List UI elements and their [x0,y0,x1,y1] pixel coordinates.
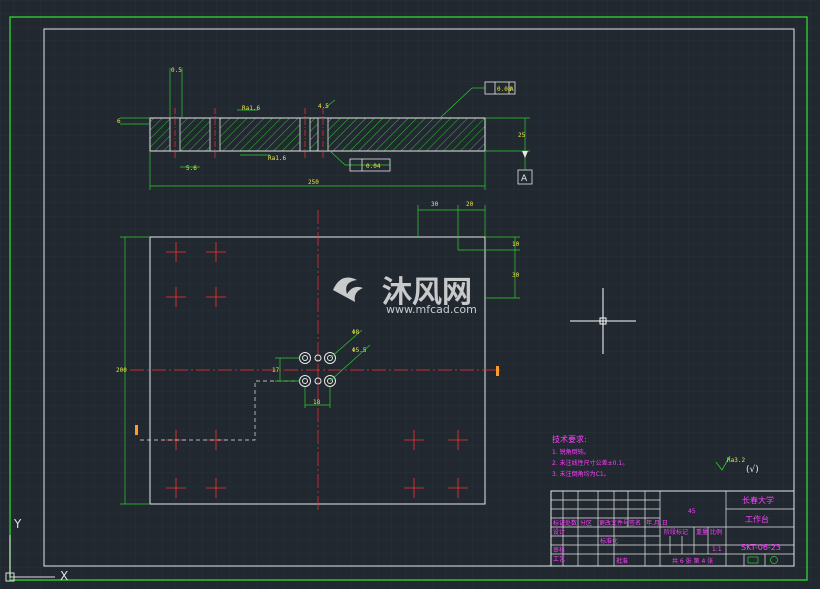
dim-total-length: 250 [308,179,319,186]
tb-row-1: 处数 [565,519,577,527]
flatness-value: 0.04 [366,163,381,170]
datum-label: A [521,174,528,184]
tb-drawing-no: SKT-06-23 [741,543,781,552]
tb-school: 长春大学 [742,495,774,505]
dim-plate-height: 200 [116,367,127,374]
tb-stage-label: 阶段标记 [664,528,688,536]
tb-role-approve: 批准 [616,557,628,565]
dim-hole-vspace: 17 [272,367,280,374]
tech-note-3: 3. 未注倒角均为C1。 [552,470,610,478]
ucs-icon [5,535,55,582]
tech-notes-title: 技术要求: [552,434,587,444]
watermark-logo-icon [333,277,363,302]
tb-standardize: 标准化 [600,537,618,545]
general-surface-symbol: Ra3.2 (√) [715,455,759,475]
dim-thickness: 25 [518,132,526,139]
dim-hole-dia-big: Φ8 [352,329,360,336]
tb-scale-label: 比例 [710,528,722,536]
surface-symbol-value: Ra3.2 [727,457,745,464]
dim-pin-width: 0.5 [171,67,182,74]
crosshair-cursor-icon [570,288,636,354]
title-block-grid [551,491,794,566]
tb-row-3: 更改文件号 [599,519,629,527]
tb-row-5: 年.月.日 [646,519,668,527]
dim-rough-bottom: Ra1.6 [268,155,286,162]
plan-dim-lines [120,205,520,505]
tb-row-4: 签名 [629,519,641,527]
surface-symbol-paren: (√) [746,464,759,475]
tb-row-0: 标记 [553,519,565,527]
parallel-frame [484,81,516,95]
tech-notes: 技术要求: 1. 锐角倒钝。 2. 未注线性尺寸公差±0.1。 3. 未注倒角均… [552,434,628,478]
watermark-title: 沐风网 [382,275,472,310]
tech-note-2: 2. 未注线性尺寸公差±0.1。 [552,459,628,467]
watermark-subtitle: www.mfcad.com [386,303,477,316]
outer-frame [9,16,808,581]
dim-tolerance-small: 4.5 [318,103,329,110]
parallel-value: 0.08 [497,86,512,93]
plan-view[interactable]: 30 20 10 30 200 Φ8 Φ5.5 17 18 [116,201,520,510]
tb-scale-value: 1:1 [712,546,722,553]
ucs-y-label: Y [13,517,22,531]
datum-box [517,169,533,185]
dim-corner-w2: 20 [466,201,474,208]
dim-hole-dia-small: Φ5.5 [352,347,367,354]
tb-weight-label: 重量 [696,528,708,536]
projection-symbol-icon [747,556,759,564]
tb-part-name: 工作台 [745,514,769,524]
title-block[interactable]: 45 长春大学 工作台 SKT-06-23 阶段标记 重量 比例 1:1 共 6… [550,490,795,567]
tb-row-2: 分区 [580,519,592,527]
section-view[interactable]: A 0.08 A 0.04 0.5 6 4.5 25 Ra1.6 Ra1.6 5… [117,67,533,190]
section-centerlines [174,108,324,160]
dim-corner-h1: 10 [512,241,520,248]
ucs-x-label: X [60,569,68,583]
dim-corner-w1: 30 [431,201,439,208]
section-marker-left-icon [135,425,138,435]
flatness-frame [349,158,391,172]
parallel-datum: A [510,86,514,93]
section-marker-right-icon [496,366,499,376]
section-dim-lines [120,68,530,190]
datum-triangle [522,151,528,158]
tb-sheet: 共 6 张 第 4 张 [672,557,713,565]
projection-circle-icon [770,556,778,564]
dim-rough-top: Ra1.6 [242,105,260,112]
dim-hole-depth: 5.6 [186,165,197,172]
dim-top-offset: 6 [117,118,121,125]
watermark: 沐风网 www.mfcad.com [333,275,477,316]
dim-corner-h2: 30 [512,272,520,279]
plate-outline [149,236,486,505]
dim-hole-hspace: 18 [313,399,321,406]
tb-role-review: 审核 [553,546,565,554]
plate-centerlines [130,210,500,510]
tech-note-1: 1. 锐角倒钝。 [552,448,590,456]
tb-role-design: 设计 [553,528,565,536]
tb-material: 45 [688,508,696,515]
inner-frame [43,28,795,567]
tb-role-process: 工艺 [553,555,565,563]
section-body [149,117,486,152]
